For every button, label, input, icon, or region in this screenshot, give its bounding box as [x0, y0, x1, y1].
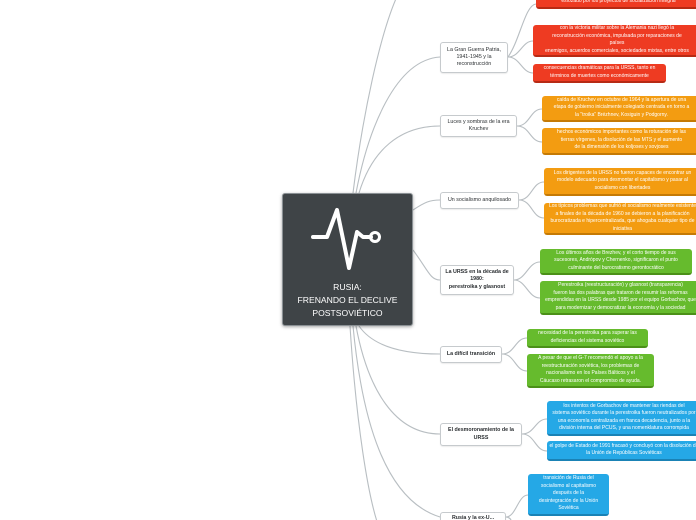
central-topic[interactable]: RUSIA: FRENANDO EL DECLIVE POSTSOVIÉTICO	[282, 193, 413, 326]
leaf-perestroika-glasnost[interactable]: Perestroika (reestructuración) y glasnos…	[540, 281, 696, 315]
connector-line	[507, 56, 534, 74]
connector-line	[358, 325, 441, 355]
connector-line	[507, 3, 537, 58]
topic-socialismo-anquilosado[interactable]: Un socialismo anquilosado	[440, 192, 519, 209]
topic-era-kruchev[interactable]: Luces y sombras de la era Kruchev	[440, 115, 517, 137]
leaf-golpe-estado-1991[interactable]: el golpe de Estado de 1991 fracasó y con…	[547, 441, 696, 461]
connector-line	[513, 261, 541, 281]
connector-line	[501, 353, 528, 372]
connector-line	[412, 199, 441, 211]
pulse-icon	[311, 208, 381, 270]
leaf-reconstruccion-economica[interactable]: con la victoria militar sobre la Alemani…	[533, 25, 696, 57]
connector-line	[518, 199, 545, 219]
topic-dificil-transicion[interactable]: La difícil transición	[440, 346, 502, 363]
topic-gran-guerra-patria[interactable]: La Gran Guerra Patria, 1941-1945 y la re…	[440, 42, 508, 73]
connector-line	[412, 249, 441, 281]
leaf-transicion-rusia[interactable]: transición de Rusia del socialismo al ca…	[528, 474, 609, 516]
topic-rusia-ex-urss[interactable]: Rusia y la ex-U...	[440, 512, 506, 520]
connector-line	[505, 494, 529, 518]
connector-line	[352, 325, 441, 518]
connector-line	[516, 108, 543, 127]
leaf-apoyo-g7[interactable]: A pesar de que el G-7 recomendó el apoyo…	[527, 354, 654, 388]
central-topic-title: RUSIA: FRENANDO EL DECLIVE POSTSOVIÉTICO	[297, 282, 398, 318]
leaf-dirigentes-urss[interactable]: Los dirigentes de la URSS no fueron capa…	[544, 168, 696, 196]
connector-line	[518, 181, 545, 201]
connector-line	[358, 125, 441, 194]
connector-line	[349, 325, 378, 520]
connector-line	[355, 56, 441, 194]
topic-desmoronamiento-urss[interactable]: El desmoronamiento de la URSS	[440, 423, 522, 446]
connector-line	[501, 337, 528, 355]
connector-line	[507, 40, 534, 58]
connector-line	[521, 418, 548, 435]
connector-line	[355, 325, 441, 435]
connector-line	[352, 0, 397, 194]
connector-line	[513, 279, 541, 299]
leaf-caida-kruchev[interactable]: caída de Kruchev en octubre de 1964 y la…	[542, 96, 696, 122]
leaf-intentos-gorbachov[interactable]: los intentos de Gorbachov de mantener la…	[547, 401, 696, 436]
leaf-necesidad-perestroika[interactable]: necesidad de la perestroika para superar…	[527, 329, 648, 348]
leaf-hechos-economicos[interactable]: hechos económicos importantes como la ro…	[542, 128, 696, 155]
leaf-ultimos-anos-brezhnev[interactable]: Los últimos años de Brezhev, y el corto …	[540, 249, 692, 275]
topic-urss-decada-1980[interactable]: La URSS en la década de 1980: perestroik…	[440, 265, 514, 295]
connector-line	[516, 125, 543, 143]
leaf-consecuencias-dramaticas[interactable]: consecuencias dramáticas para la URSS, t…	[533, 64, 666, 83]
leaf-problemas-socialismo[interactable]: Los típicos problemas que sufrió el soci…	[544, 203, 696, 235]
connector-line	[505, 516, 512, 520]
connector-line	[521, 433, 548, 452]
leaf-socializacion-integral[interactable]: esfozado por los proyectos de socializac…	[536, 0, 696, 9]
